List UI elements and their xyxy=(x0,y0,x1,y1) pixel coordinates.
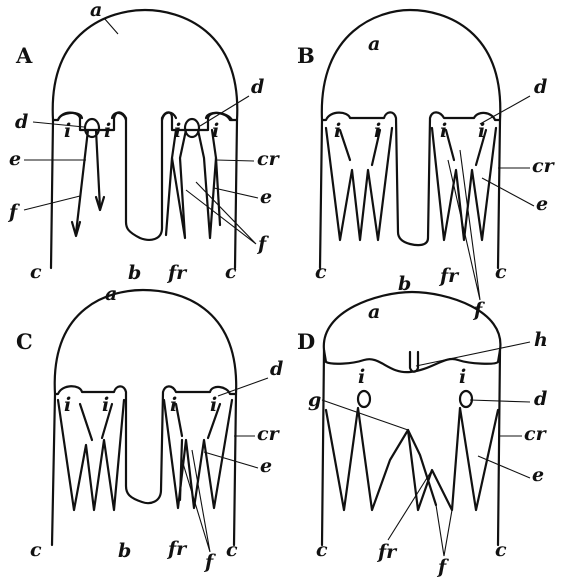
panel-a-canal-left xyxy=(76,130,100,233)
panel-b-wall-right xyxy=(498,120,500,268)
panel-c-label-a: a xyxy=(105,283,117,305)
panel-d-label-i2: i xyxy=(459,366,466,388)
panel-d-wall-right xyxy=(498,350,500,545)
panel-c-label-f: f xyxy=(203,551,216,573)
panel-c-leaders xyxy=(182,378,268,552)
panel-c-wall-right xyxy=(234,394,236,545)
panel-a-label-f-left: f xyxy=(7,201,20,223)
panel-b-label-c-left: c xyxy=(315,261,327,283)
panel-a-label-cr: cr xyxy=(257,148,281,170)
panel-d-label-a: a xyxy=(368,301,380,323)
panel-a-label-i4: i xyxy=(212,120,219,142)
panel-d-label-d: d xyxy=(534,388,547,410)
panel-d-bud-right xyxy=(460,391,472,407)
panel-a-label-i3: i xyxy=(174,120,181,142)
panel-a-wall-left xyxy=(51,120,53,268)
panel-b-leaders xyxy=(448,96,534,300)
panel-c-label-i4: i xyxy=(210,394,217,416)
panel-b-tentacles-left xyxy=(326,128,392,240)
panel-a-label-d-right: d xyxy=(251,76,264,98)
panel-a-label-fr: fr xyxy=(166,262,188,284)
panel-a-umbrella xyxy=(53,10,238,240)
panel-a-letter: A xyxy=(15,43,33,68)
panel-d-label-e: e xyxy=(532,464,544,486)
panel-a: A a d d i i i i e cr e f f c b fr c xyxy=(7,0,281,284)
panel-b-label-fr: fr xyxy=(438,265,460,287)
panel-d-label-f: f xyxy=(436,556,449,578)
panel-b-label-i1: i xyxy=(334,120,341,142)
panel-d-label-c-left: c xyxy=(316,539,328,561)
panel-c: C a d i i i i cr e c b fr c f xyxy=(16,283,283,573)
panel-a-wall-right xyxy=(235,120,237,268)
panel-d-label-h: h xyxy=(534,329,548,351)
panel-a-bud-left xyxy=(85,119,99,137)
panel-a-label-c-left: c xyxy=(30,261,42,283)
panel-a-label-b: b xyxy=(128,262,141,284)
panel-a-label-a: a xyxy=(90,0,102,21)
panel-c-label-e: e xyxy=(260,455,272,477)
panel-d-label-g: g xyxy=(308,389,321,411)
panel-c-label-fr: fr xyxy=(166,538,188,560)
panel-d-wall-left xyxy=(322,350,324,545)
panel-c-tentacles-left xyxy=(58,400,124,510)
panel-a-label-e-right: e xyxy=(260,186,272,208)
panel-d-h-mark xyxy=(410,352,418,372)
panel-d-letter: D xyxy=(297,329,315,354)
panel-a-label-d-left: d xyxy=(15,111,28,133)
panel-c-label-c-right: c xyxy=(226,539,238,561)
panel-d-label-i1: i xyxy=(358,366,365,388)
panel-c-label-cr: cr xyxy=(257,423,281,445)
panel-a-label-i1: i xyxy=(64,120,71,142)
panel-d-zigzag xyxy=(326,408,498,510)
panel-c-label-d: d xyxy=(270,358,283,380)
panel-b-label-c-right: c xyxy=(495,261,507,283)
panel-b: B a d i i i i cr e c b fr c f xyxy=(297,10,556,321)
panel-d-label-c-right: c xyxy=(495,539,507,561)
panel-d-bud-left xyxy=(358,391,370,407)
panel-c-wall-left xyxy=(52,394,55,545)
panel-b-label-d: d xyxy=(534,76,547,98)
panel-b-label-i2: i xyxy=(374,120,381,142)
panel-c-tentacles-right xyxy=(164,400,232,508)
panel-a-tentacle-right xyxy=(172,130,216,238)
panel-d-label-fr: fr xyxy=(376,541,398,563)
panel-c-label-i1: i xyxy=(64,394,71,416)
panel-c-letter: C xyxy=(16,329,33,354)
panel-b-letter: B xyxy=(297,43,315,68)
panel-a-label-i2: i xyxy=(104,120,111,142)
panel-c-label-i2: i xyxy=(102,394,109,416)
panel-d-label-cr: cr xyxy=(524,423,548,445)
panel-d: D a h i i d g cr e c fr f c xyxy=(297,292,548,578)
panel-c-label-c-left: c xyxy=(30,539,42,561)
panel-a-label-e-left: e xyxy=(9,148,21,170)
panel-c-label-b: b xyxy=(118,540,131,562)
panel-a-label-f-right: f xyxy=(256,233,269,255)
panel-b-label-i3: i xyxy=(440,120,447,142)
panel-a-bud-right xyxy=(185,119,199,137)
panel-b-label-a: a xyxy=(368,33,380,55)
panel-a-label-c-right: c xyxy=(225,261,237,283)
panel-b-wall-left xyxy=(320,120,322,268)
panel-b-umbrella xyxy=(322,10,500,245)
panel-b-label-cr: cr xyxy=(532,155,556,177)
panel-b-label-e: e xyxy=(536,193,548,215)
panel-c-label-i3: i xyxy=(170,394,177,416)
